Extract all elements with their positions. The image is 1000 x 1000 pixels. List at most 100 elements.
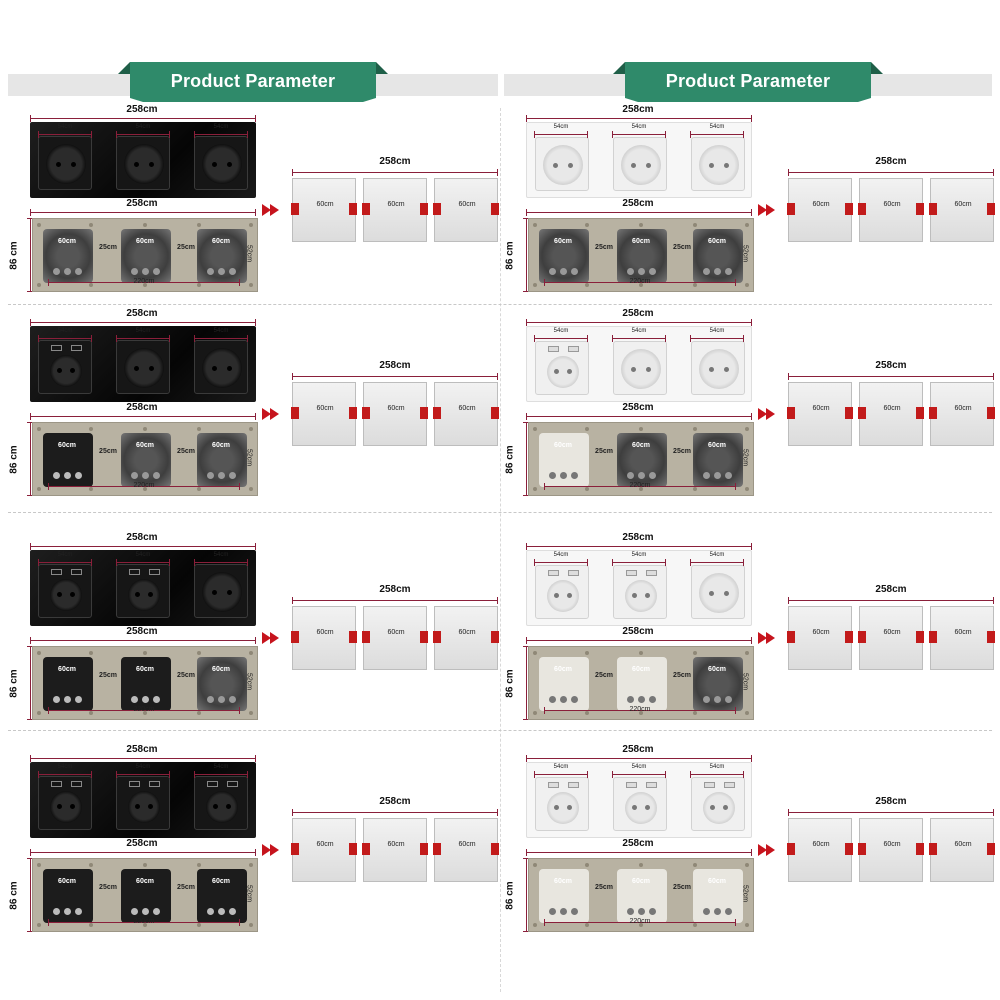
usb-socket-module (613, 777, 667, 831)
box-width-label: 60cm (812, 841, 830, 848)
module-dimension-line (534, 559, 588, 566)
pin-hole-icon (212, 162, 217, 167)
back-module-width-label: 60cm (136, 878, 154, 885)
module-width-label: 54cm (57, 764, 73, 770)
module-width-label: 54cm (213, 552, 229, 558)
screw-hole (533, 863, 537, 867)
pin-hole-icon (57, 592, 62, 597)
terminal-icon (703, 908, 710, 915)
gap-label: 25cm (177, 244, 195, 251)
height-label: 86 cm (8, 881, 20, 910)
socket-icon (202, 572, 242, 612)
back-module-width-label: 60cm (708, 442, 726, 449)
height-line (27, 218, 34, 292)
module-dimension-line (116, 771, 170, 778)
usb-socket-module (38, 564, 92, 618)
socket-icon (128, 579, 160, 611)
height-line (523, 218, 530, 292)
back-module-width-label: 60cm (212, 442, 230, 449)
terminal-icon (571, 268, 578, 275)
pin-hole-icon (645, 805, 650, 810)
socket-module (691, 137, 745, 191)
back-module-width-label: 60cm (58, 666, 76, 673)
usb-port-icon (568, 346, 579, 352)
module-width-label: 54cm (709, 764, 725, 770)
screw-hole (745, 283, 749, 287)
terminal-icon (131, 696, 138, 703)
back-module (43, 229, 93, 283)
box-total-width-label: 258cm (379, 584, 411, 595)
total-width-label: 258cm (622, 308, 654, 319)
dimension-line (30, 115, 256, 122)
terminal-icon (714, 268, 721, 275)
clip-icon (362, 407, 370, 419)
height-label: 86 cm (504, 241, 516, 270)
socket-icon (50, 791, 82, 823)
terminal-icon (153, 696, 160, 703)
screw-hole (249, 711, 253, 715)
dimension-line (30, 849, 256, 856)
clip-icon (845, 407, 853, 419)
module-dimension-line (534, 771, 588, 778)
usb-socket-module (116, 564, 170, 618)
screw-hole (89, 923, 93, 927)
back-module (617, 229, 667, 283)
pin-hole-icon (567, 369, 572, 374)
inner-width-line (48, 483, 240, 490)
box-total-width-label: 258cm (875, 796, 907, 807)
height-line (523, 646, 530, 720)
pin-hole-icon (134, 366, 139, 371)
pin-hole-icon (212, 366, 217, 371)
pin-hole-icon (631, 163, 636, 168)
screw-hole (37, 923, 41, 927)
screw-hole (143, 923, 147, 927)
pin-hole-icon (57, 804, 62, 809)
terminal-icon (218, 472, 225, 479)
height-line (523, 858, 530, 932)
pin-hole-icon (227, 366, 232, 371)
clip-icon (858, 631, 866, 643)
screw-hole (249, 651, 253, 655)
screw-hole (37, 283, 41, 287)
back-module (693, 433, 743, 487)
height-label: 86 cm (8, 445, 20, 474)
dimension-line (526, 413, 752, 420)
clip-icon (433, 203, 441, 215)
screw-hole (197, 923, 201, 927)
box-width-label: 60cm (316, 201, 334, 208)
terminal-icon (725, 696, 732, 703)
module-width-label: 54cm (57, 552, 73, 558)
gap-label: 25cm (177, 884, 195, 891)
screw-hole (197, 427, 201, 431)
back-module-width-label: 60cm (136, 442, 154, 449)
clip-icon (787, 843, 795, 855)
column-divider (500, 108, 501, 992)
mounting-box: 60cm (787, 818, 853, 882)
module-dimension-line (612, 131, 666, 138)
screw-hole (639, 711, 643, 715)
clip-icon (491, 407, 499, 419)
terminal-icon (64, 908, 71, 915)
screw-hole (639, 223, 643, 227)
box-width-label: 60cm (812, 629, 830, 636)
terminal-icon (627, 908, 634, 915)
usb-port-icon (646, 782, 657, 788)
total-width-label: 258cm (126, 308, 158, 319)
usb-port-icon (71, 569, 82, 575)
module-width-label: 54cm (57, 328, 73, 334)
inner-width-line (544, 483, 736, 490)
screw-hole (533, 283, 537, 287)
module-dimension-line (612, 559, 666, 566)
terminal-icon (229, 908, 236, 915)
pin-hole-icon (632, 805, 637, 810)
screw-hole (745, 651, 749, 655)
usb-port-icon (724, 782, 735, 788)
mounting-box: 60cm (362, 606, 428, 670)
total-width-label: 258cm (622, 626, 654, 637)
back-module-width-label: 60cm (708, 238, 726, 245)
module-width-label: 54cm (631, 328, 647, 334)
total-width-label: 258cm (126, 532, 158, 543)
